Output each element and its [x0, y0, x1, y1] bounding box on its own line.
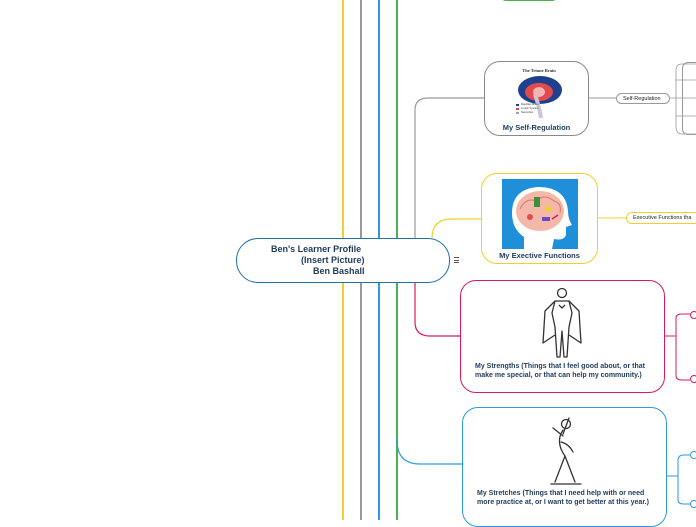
node-stretches[interactable]: My Stretches (Things that I need help wi… [462, 407, 667, 527]
stretches-subbranches [666, 455, 690, 504]
connector-self-regulation [415, 98, 485, 245]
triune-brain-image-title: The Triune Brain [513, 68, 565, 73]
notes-icon[interactable] [454, 257, 459, 263]
triune-brain-image: The Triune Brain Reptilian Brain Limbic … [513, 68, 565, 120]
stretches-child-stub[interactable] [691, 452, 696, 459]
legend-neocortex: Neocortex [521, 111, 538, 115]
strengths-child-stub[interactable] [691, 376, 696, 383]
self-regulation-child[interactable]: Self-Regulation [616, 93, 670, 104]
stretches-child-stub[interactable] [691, 501, 696, 508]
connector-stretches [397, 440, 463, 464]
node-self-regulation[interactable]: The Triune Brain Reptilian Brain Limbic … [484, 61, 589, 136]
strengths-subbranches [664, 314, 690, 380]
executive-functions-child[interactable]: Executive Functions tha [626, 212, 696, 224]
self-regulation-subnode-edge [682, 62, 696, 135]
node-strengths[interactable]: My Strengths (Things that I feel good ab… [460, 280, 665, 393]
colorful-brain-head-icon [502, 179, 578, 249]
connector-strengths [415, 280, 461, 336]
connector-executive-functions [432, 219, 483, 238]
central-subtitle: (Insert Picture) [301, 255, 365, 265]
central-name: Ben Bashall [313, 266, 365, 276]
central-topic[interactable]: Ben's Learner Profile (Insert Picture) B… [236, 238, 450, 283]
node-executive-functions[interactable]: My Exective Functions [481, 173, 598, 264]
strengths-label: My Strengths (Things that I feel good ab… [475, 363, 653, 380]
stretching-person-icon [541, 416, 591, 490]
superhero-icon [537, 287, 587, 359]
central-title: Ben's Learner Profile [271, 244, 361, 254]
strengths-child-stub[interactable] [691, 312, 696, 319]
self-regulation-label: My Self-Regulation [485, 123, 588, 132]
stretches-label: My Stretches (Things that I need help wi… [477, 490, 655, 507]
triune-brain-legend: Reptilian Brain Limbic System Neocortex [521, 103, 538, 115]
executive-functions-label: My Exective Functions [482, 251, 597, 260]
